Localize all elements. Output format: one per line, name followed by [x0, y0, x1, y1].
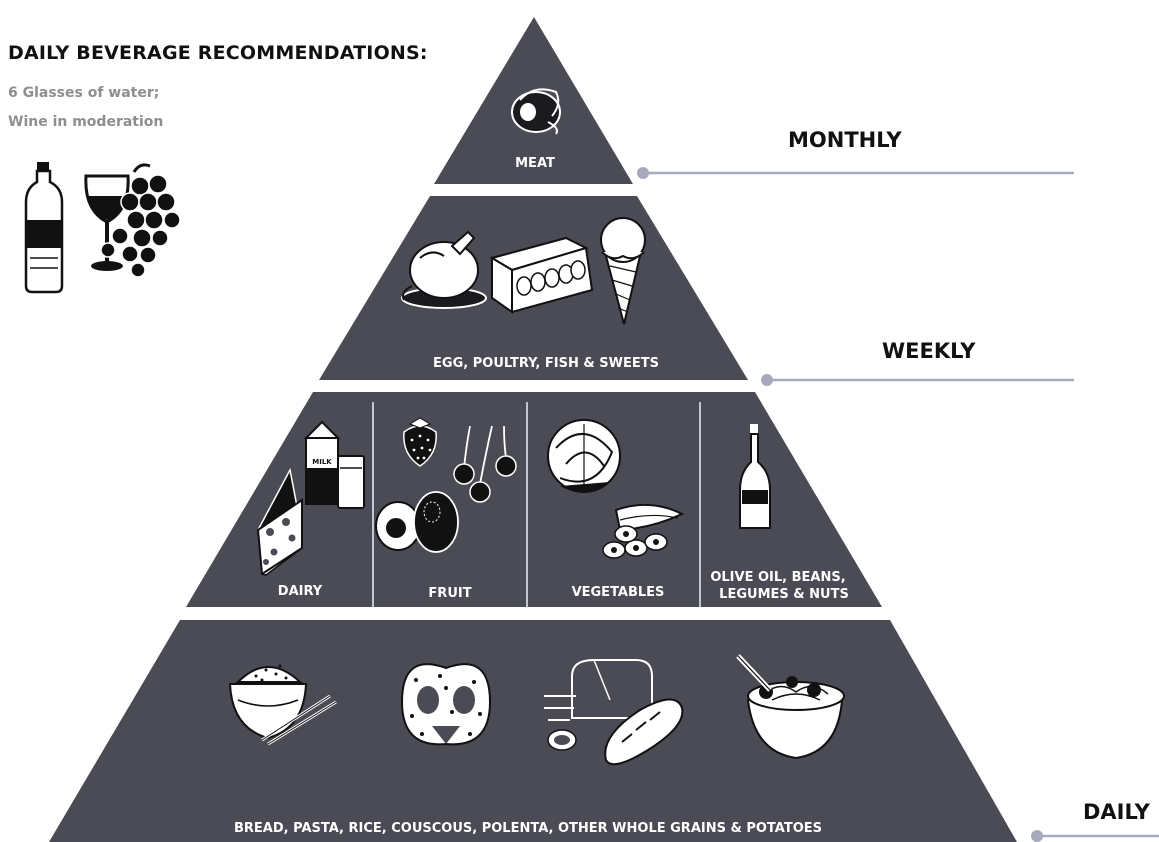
cabbage-icon — [547, 419, 621, 493]
connector-daily — [1031, 830, 1159, 842]
frequency-label-monthly: MONTHLY — [788, 128, 902, 152]
svg-text:MILK: MILK — [312, 458, 332, 466]
frequency-label-weekly: WEEKLY — [882, 339, 976, 363]
grapes-icon — [100, 163, 181, 278]
pretzel-icon — [400, 663, 492, 746]
tier-label-olive-oil-beans: OLIVE OIL, BEANS, — [710, 570, 846, 585]
rice-bowl-icon — [228, 664, 337, 746]
connector-monthly — [637, 167, 1074, 179]
beverage-line-water: 6 Glasses of water; — [8, 85, 160, 101]
water-bottle-icon — [24, 162, 64, 294]
milk-carton-icon: MILK — [303, 420, 341, 505]
connector-weekly — [761, 374, 1074, 386]
roast-chicken-icon — [401, 230, 487, 309]
tier-third — [186, 392, 882, 607]
oil-bottle-icon — [739, 424, 771, 529]
tier-third-dividers — [372, 402, 701, 607]
egg-carton-icon — [489, 236, 594, 314]
strawberry-icon — [403, 417, 437, 467]
avocado-icon — [375, 491, 459, 553]
banana-icon — [602, 503, 685, 559]
beverage-recommendations-title: DAILY BEVERAGE RECOMMENDATIONS: — [8, 42, 428, 64]
frequency-connectors — [637, 167, 1159, 842]
tier-label-legumes-nuts: LEGUMES & NUTS — [719, 587, 849, 602]
tier-label-egg-poultry-fish-sweets: EGG, POULTRY, FISH & SWEETS — [433, 356, 659, 371]
beverage-icons — [24, 162, 181, 294]
beverage-line-wine: Wine in moderation — [8, 114, 164, 130]
cherries-icon — [453, 425, 517, 503]
tier-label-bread-pasta-grains: BREAD, PASTA, RICE, COUSCOUS, POLENTA, O… — [233, 821, 823, 836]
frequency-label-daily: DAILY — [1083, 800, 1150, 824]
tier-label-fruit: FRUIT — [428, 586, 472, 601]
pasta-bowl-icon — [736, 654, 845, 760]
bread-loaf-icon — [544, 659, 653, 751]
baguette-icon — [604, 698, 684, 766]
tier-base — [49, 620, 1017, 842]
tier-label-vegetables: VEGETABLES — [571, 585, 665, 600]
ice-cream-cone-icon — [600, 217, 646, 325]
tier-label-meat: MEAT — [515, 156, 555, 171]
ham-icon — [511, 88, 561, 135]
tier-label-dairy: DAIRY — [277, 584, 323, 599]
cheese-icon — [256, 467, 303, 577]
milk-glass-icon — [337, 455, 365, 509]
